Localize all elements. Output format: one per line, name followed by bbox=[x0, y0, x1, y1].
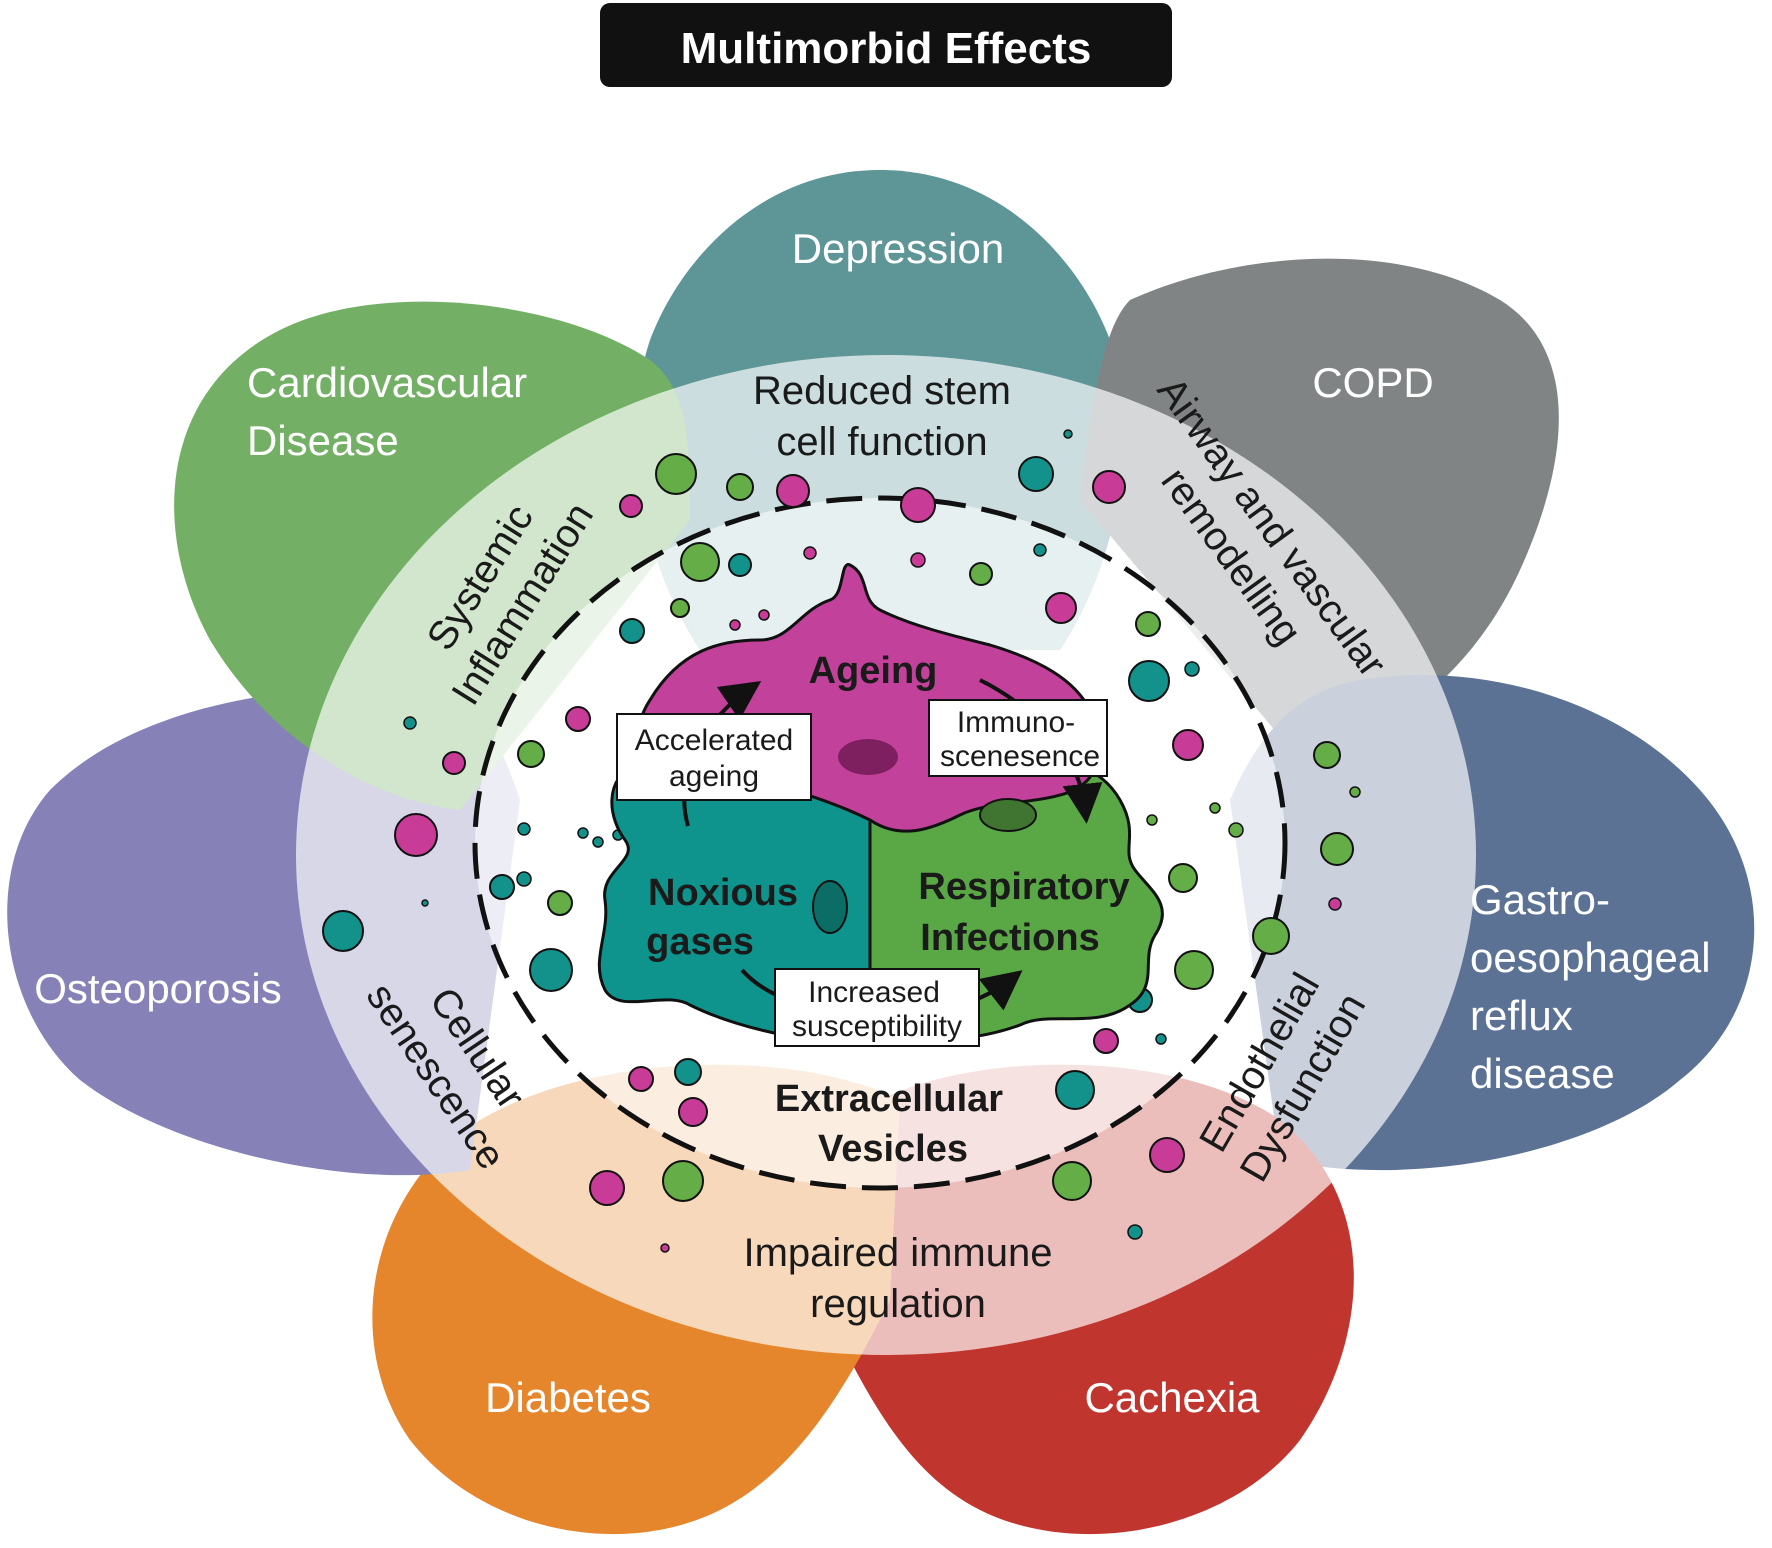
vesicle-dot bbox=[592, 836, 604, 848]
label-cachexia: Cachexia bbox=[1084, 1374, 1260, 1421]
vesicle-dot bbox=[1092, 470, 1126, 504]
vesicle-dot bbox=[1033, 543, 1047, 557]
vesicle-dot bbox=[900, 487, 936, 523]
label-cardiovascular-2: Disease bbox=[247, 417, 399, 464]
vesicle-dot bbox=[674, 1058, 702, 1086]
vesicle-dot bbox=[729, 619, 741, 631]
vesicle-dot bbox=[660, 1243, 670, 1253]
vesicle-dot bbox=[758, 609, 770, 621]
vesicle-dot bbox=[1174, 950, 1214, 990]
vesicle-dot bbox=[577, 827, 589, 839]
vesicle-dot bbox=[670, 598, 690, 618]
label-diabetes: Diabetes bbox=[485, 1374, 651, 1421]
noxious-nucleus bbox=[812, 880, 848, 934]
label-gerd-3: reflux bbox=[1470, 992, 1573, 1039]
label-depression: Depression bbox=[792, 225, 1004, 272]
vesicle-dot bbox=[1127, 1224, 1143, 1240]
vesicle-dot bbox=[529, 948, 573, 992]
vesicle-dot bbox=[1320, 832, 1354, 866]
vesicle-dot bbox=[662, 1160, 704, 1202]
vesicle-dot bbox=[655, 453, 697, 495]
label-gerd-2: oesophageal bbox=[1470, 934, 1711, 981]
vesicle-dot bbox=[517, 822, 531, 836]
vesicle-dot bbox=[421, 899, 429, 907]
vesicle-dot bbox=[442, 751, 466, 775]
vesicle-dot bbox=[628, 1066, 654, 1092]
vesicle-dot bbox=[394, 813, 438, 857]
label-ageing: Ageing bbox=[809, 650, 938, 692]
vesicle-dot bbox=[969, 562, 993, 586]
vesicle-dot bbox=[516, 871, 532, 887]
vesicle-dot bbox=[589, 1170, 625, 1206]
vesicle-dot bbox=[1172, 729, 1204, 761]
vesicle-dot bbox=[1052, 1161, 1092, 1201]
vesicle-dot bbox=[1228, 822, 1244, 838]
page-title: Multimorbid Effects bbox=[681, 24, 1092, 73]
box-susceptibility-line-2: susceptibility bbox=[792, 1010, 962, 1043]
vesicle-dot bbox=[489, 874, 515, 900]
label-respiratory-2: Infections bbox=[920, 917, 1099, 959]
label-gerd-1: Gastro- bbox=[1470, 876, 1610, 923]
label-stem-cell-2: cell function bbox=[776, 420, 987, 464]
label-noxious-1: Noxious bbox=[648, 872, 798, 914]
dashed-boundary bbox=[472, 495, 1288, 1191]
label-cardiovascular-1: Cardiovascular bbox=[247, 359, 527, 406]
box-accelerated-line-1: Accelerated bbox=[635, 724, 793, 757]
vesicle-dot bbox=[547, 890, 573, 916]
vesicle-dot bbox=[1135, 611, 1161, 637]
vesicle-dot bbox=[1209, 802, 1221, 814]
vesicle-dot bbox=[1155, 1033, 1167, 1045]
vesicle-dot bbox=[1055, 1070, 1095, 1110]
label-vesicles-2: Vesicles bbox=[818, 1128, 968, 1170]
box-immunosenescence: Immuno- scenesence bbox=[928, 699, 1108, 777]
vesicle-dot bbox=[803, 546, 817, 560]
vesicle-dot bbox=[619, 618, 645, 644]
title-banner: Multimorbid Effects bbox=[600, 3, 1172, 87]
vesicle-dot bbox=[680, 542, 720, 582]
label-gerd-4: disease bbox=[1470, 1050, 1615, 1097]
vesicle-dot bbox=[728, 553, 752, 577]
vesicle-dot bbox=[1168, 863, 1198, 893]
box-immuno-line-1: Immuno- bbox=[957, 706, 1075, 739]
vesicle-dot bbox=[726, 473, 754, 501]
vesicle-dot bbox=[517, 740, 545, 768]
vesicle-dot bbox=[1252, 917, 1290, 955]
vesicle-dot bbox=[1349, 786, 1361, 798]
vesicle-dot bbox=[565, 706, 591, 732]
label-respiratory-1: Respiratory bbox=[918, 866, 1129, 908]
box-immuno-line-2: scenesence bbox=[940, 740, 1100, 773]
ageing-nucleus bbox=[838, 739, 898, 775]
vesicle-dot bbox=[619, 494, 643, 518]
vesicle-dot bbox=[1328, 897, 1342, 911]
vesicle-dot bbox=[1184, 661, 1200, 677]
box-increased-susceptibility: Increased susceptibility bbox=[774, 968, 980, 1047]
vesicle-dot bbox=[1093, 1028, 1119, 1054]
label-immune-1: Impaired immune bbox=[743, 1231, 1052, 1275]
respiratory-nucleus bbox=[979, 798, 1037, 832]
vesicle-dot bbox=[1018, 456, 1054, 492]
vesicle-dot bbox=[1045, 592, 1077, 624]
label-copd: COPD bbox=[1312, 359, 1433, 406]
vesicle-dot bbox=[1128, 660, 1170, 702]
vesicle-dot bbox=[1149, 1137, 1185, 1173]
box-accelerated-line-2: ageing bbox=[669, 760, 759, 793]
label-noxious-2: gases bbox=[646, 921, 754, 963]
vesicle-dot bbox=[1146, 814, 1158, 826]
vesicle-dot bbox=[910, 552, 926, 568]
label-immune-2: regulation bbox=[810, 1282, 986, 1326]
vesicle-dot bbox=[1063, 429, 1073, 439]
vesicle-dot bbox=[776, 474, 810, 508]
vesicle-dot bbox=[678, 1097, 708, 1127]
label-vesicles-1: Extracellular bbox=[775, 1078, 1003, 1120]
vesicle-dot bbox=[322, 910, 364, 952]
label-osteoporosis: Osteoporosis bbox=[34, 965, 281, 1012]
box-accelerated-ageing: Accelerated ageing bbox=[616, 713, 812, 801]
vesicle-dot bbox=[1313, 741, 1341, 769]
label-stem-cell-1: Reduced stem bbox=[753, 369, 1011, 413]
vesicle-dot bbox=[403, 716, 417, 730]
vesicles bbox=[322, 429, 1361, 1253]
box-susceptibility-line-1: Increased bbox=[808, 976, 940, 1009]
